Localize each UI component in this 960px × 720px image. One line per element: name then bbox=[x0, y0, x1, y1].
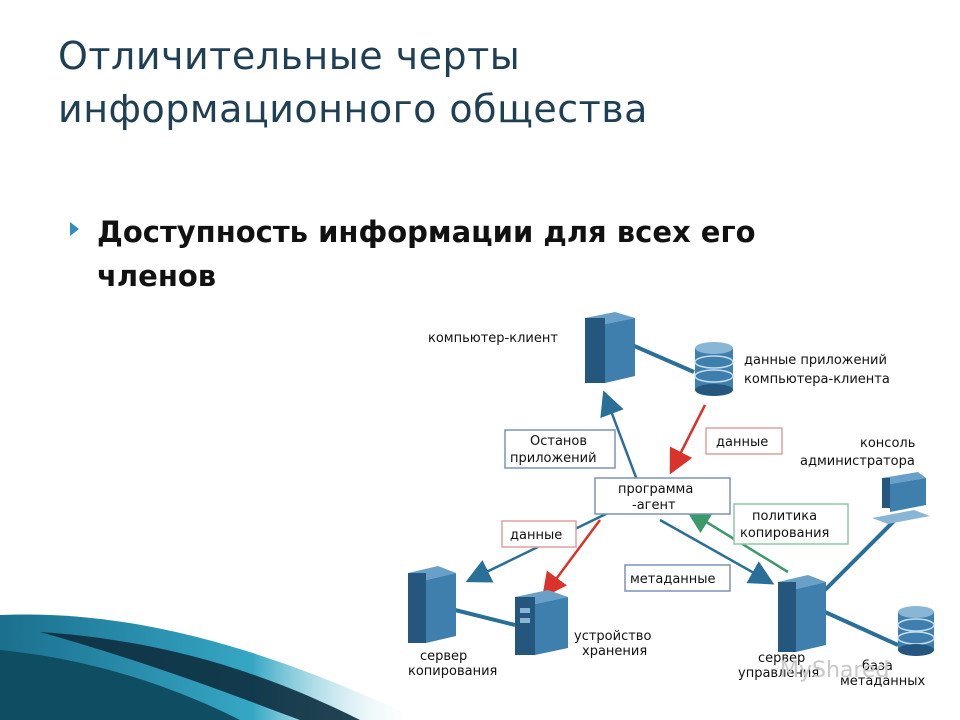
line-client-appdata bbox=[631, 343, 695, 374]
arrow-agent-to-mgmt bbox=[659, 518, 775, 585]
decorative-swoosh bbox=[0, 614, 420, 720]
data-top-text: данные bbox=[716, 435, 768, 450]
arrow-agent-to-client bbox=[600, 390, 642, 489]
label-admin-console-2: администратора bbox=[800, 454, 915, 469]
backup-server-icon bbox=[408, 566, 456, 643]
label-storage-1: устройство bbox=[574, 629, 651, 644]
slide-title: Отличительные черты информационного обще… bbox=[58, 30, 918, 136]
label-mgmt-server-2: управления bbox=[738, 666, 819, 681]
arrow-data-to-agent bbox=[669, 404, 707, 475]
bullet-arrow-icon bbox=[70, 222, 79, 236]
edge-label-stop-apps: Останов приложений bbox=[504, 429, 616, 469]
agent-program-node: программа -агент bbox=[594, 477, 731, 515]
stop-apps-line1: Останов bbox=[530, 434, 587, 449]
app-data-database-icon bbox=[694, 342, 734, 396]
watermark-text: MyShared bbox=[780, 658, 890, 683]
label-backup-server-2: копирования bbox=[408, 664, 497, 679]
policy-line2: копирования bbox=[740, 526, 829, 541]
client-computer-icon bbox=[585, 312, 635, 383]
slide-title-line2: информационного общества bbox=[58, 87, 648, 131]
agent-line1: программа bbox=[618, 482, 693, 497]
label-app-data-1: данные приложений bbox=[744, 353, 887, 368]
slide-title-line1: Отличительные черты bbox=[58, 34, 521, 78]
metadata-database-icon bbox=[897, 606, 935, 656]
data-left-text: данные bbox=[510, 528, 562, 543]
stop-apps-line2: приложений bbox=[510, 451, 597, 466]
label-backup-server-1: сервер bbox=[420, 649, 467, 664]
line-mgmt-db bbox=[824, 610, 899, 647]
label-admin-console-1: консоль bbox=[860, 436, 915, 451]
policy-line1: политика bbox=[752, 509, 817, 524]
bullet-text: Доступность информации для всех его член… bbox=[97, 215, 756, 293]
edge-label-policy: политика копирования bbox=[733, 503, 849, 545]
edge-label-data-top: данные bbox=[705, 427, 783, 455]
storage-device-icon bbox=[515, 590, 568, 655]
metadata-text: метаданные bbox=[630, 572, 716, 587]
label-metadata-db-2: метаданных bbox=[840, 674, 926, 689]
label-client-computer: компьютер-клиент bbox=[428, 331, 558, 346]
line-backup-storage bbox=[454, 608, 516, 627]
edge-label-data-left: данные bbox=[501, 520, 577, 548]
arrow-data-to-storage bbox=[542, 519, 602, 599]
management-server-icon bbox=[778, 575, 826, 652]
label-app-data-2: компьютера-клиента bbox=[744, 372, 890, 387]
label-mgmt-server-1: сервер bbox=[758, 651, 805, 666]
label-metadata-db-1: база bbox=[862, 659, 893, 674]
line-console-mgmt bbox=[823, 518, 897, 592]
label-storage-2: хранения bbox=[582, 644, 647, 659]
edge-label-metadata: метаданные bbox=[624, 564, 731, 592]
agent-line2: -агент bbox=[632, 498, 676, 513]
admin-console-icon bbox=[872, 472, 930, 524]
